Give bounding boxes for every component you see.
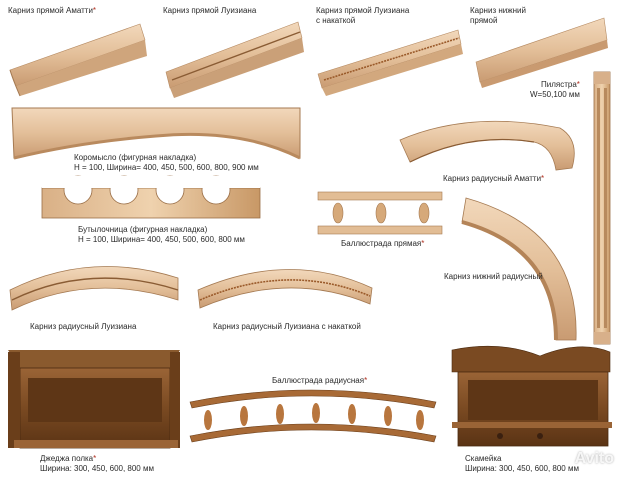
karniz-luiziana-image bbox=[165, 21, 304, 98]
avito-watermark: Avito bbox=[574, 450, 614, 467]
radius-luiziana-label: Карниз радиусный Луизиана bbox=[30, 322, 137, 331]
radius-luiziana-image bbox=[9, 266, 179, 311]
ballyustrada-pryamaya-label: Баллюстрада прямая* bbox=[341, 239, 425, 248]
shelf-right-image bbox=[451, 345, 612, 447]
karniz-luiziana-label: Карниз прямой Луизиана bbox=[163, 6, 257, 15]
nizhniy-radius-label: Карниз нижний радиусный bbox=[444, 272, 543, 281]
radius-luiziana-nakat-label: Карниз радиусный Луизиана с накаткой bbox=[213, 322, 361, 331]
koromyslo-label: Коромысло (фигурная накладка) H = 100, Ш… bbox=[74, 153, 259, 172]
karniz-luiziana-nakat-image bbox=[317, 29, 463, 96]
radius-luiziana-nakat-image bbox=[197, 269, 373, 309]
karniz-amatti-image bbox=[9, 23, 147, 97]
karniz-nizhniy-label: Карниз нижний прямой bbox=[470, 6, 526, 25]
karniz-luiziana-nakat-label: Карниз прямой Луизиана с накаткой bbox=[316, 6, 410, 25]
shelf-right-label: Скамейка Ширина: 300, 450, 600, 800 мм bbox=[465, 454, 579, 473]
butylochnitsa-image bbox=[41, 175, 261, 219]
pilyastra-image bbox=[593, 71, 611, 345]
butylochnitsa-label: Бутылочница (фигурная накладка) H = 100,… bbox=[78, 225, 245, 244]
karniz-nizhniy-image bbox=[475, 17, 608, 88]
ballyustrada-radius-label: Баллюстрада радиусная* bbox=[272, 376, 368, 385]
koromyslo-image bbox=[11, 107, 301, 160]
ballyustrada-radius-image bbox=[189, 389, 437, 443]
karniz-amatti-label: Карниз прямой Аматти* bbox=[8, 6, 97, 15]
nizhniy-radius-image bbox=[461, 197, 577, 341]
radius-amatti-label: Карниз радиусный Аматти* bbox=[443, 174, 545, 183]
dzhedzha-shelf-image bbox=[8, 350, 180, 449]
pilyastra-label: Пилястра* W=50,100 мм bbox=[530, 80, 580, 99]
dzhedzha-label: Джеджа полка* Ширина: 300, 450, 600, 800… bbox=[40, 454, 154, 473]
radius-amatti-image bbox=[399, 120, 575, 171]
ballyustrada-pryamaya-image bbox=[317, 191, 443, 235]
